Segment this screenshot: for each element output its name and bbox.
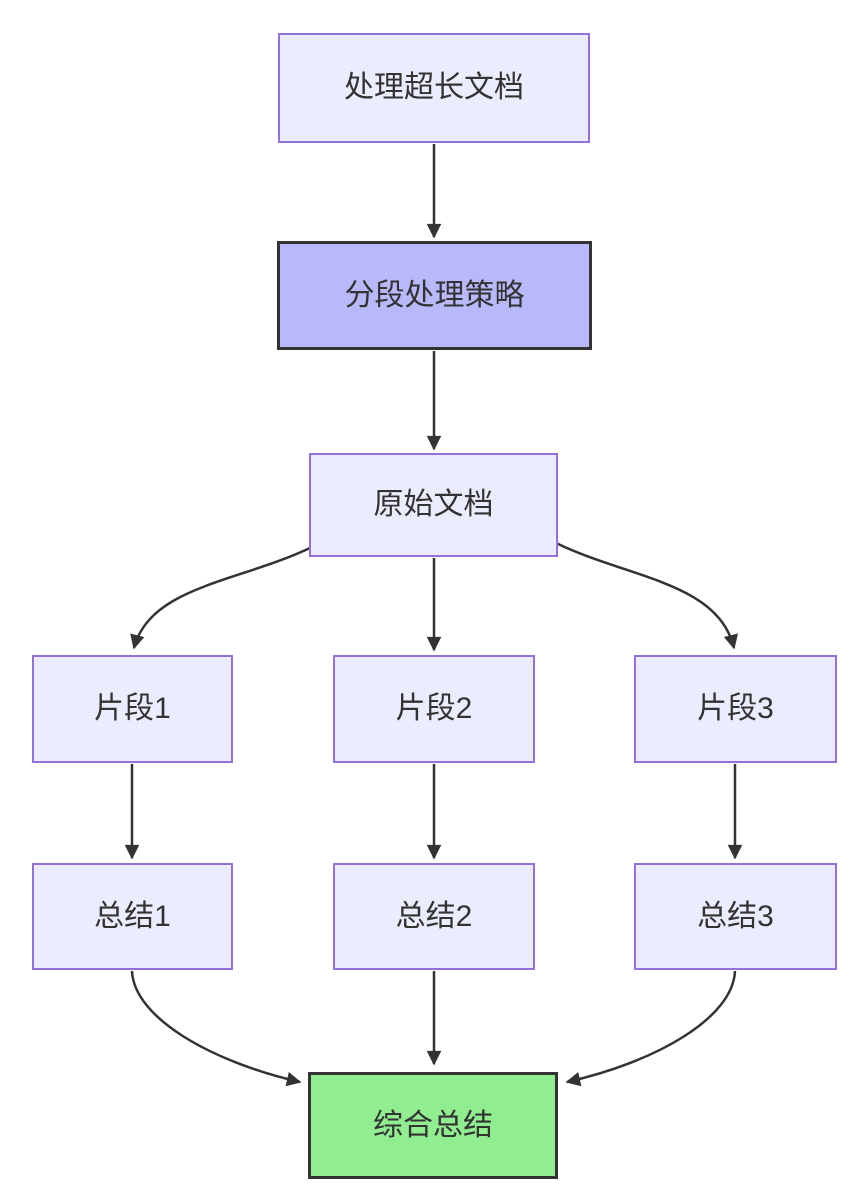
edge-summary1-to-final	[130, 970, 302, 1087]
node-label: 片段1	[94, 692, 171, 725]
node-summary-2: 总结2	[333, 863, 535, 970]
node-label: 原始文档	[373, 488, 494, 521]
node-label: 片段3	[697, 692, 774, 725]
node-fragment-1: 片段1	[32, 655, 233, 763]
edge-original-to-fragment1	[130, 545, 313, 650]
node-label: 总结1	[94, 899, 171, 933]
node-label: 综合总结	[373, 1108, 493, 1142]
node-fragment-2: 片段2	[333, 655, 535, 763]
node-process-long-doc: 处理超长文档	[278, 33, 590, 143]
node-label: 总结2	[395, 899, 473, 933]
node-label: 片段2	[395, 692, 473, 725]
node-segment-strategy: 分段处理策略	[277, 241, 592, 350]
node-summary-3: 总结3	[634, 863, 837, 970]
node-fragment-3: 片段3	[634, 655, 837, 763]
node-final-summary: 综合总结	[308, 1072, 558, 1179]
edge-summary3-to-final	[565, 970, 737, 1087]
node-label: 处理超长文档	[344, 71, 524, 104]
node-label: 分段处理策略	[344, 278, 525, 312]
node-summary-1: 总结1	[32, 863, 233, 970]
node-original-doc: 原始文档	[309, 453, 558, 557]
node-label: 总结3	[697, 899, 774, 933]
edge-original-to-fragment3	[555, 541, 738, 650]
